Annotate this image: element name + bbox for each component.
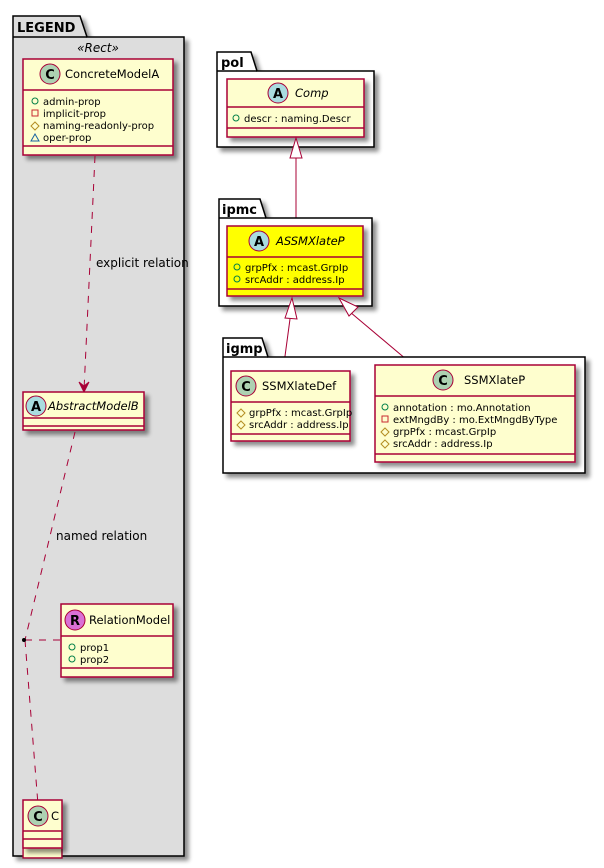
svg-text:annotation : mo.Annotation: annotation : mo.Annotation	[393, 403, 531, 414]
svg-text:grpPfx : mcast.GrpIp: grpPfx : mcast.GrpIp	[393, 427, 496, 438]
class-name: Comp	[295, 86, 329, 100]
svg-text:R: R	[70, 614, 80, 629]
svg-text:srcAddr : address.Ip: srcAddr : address.Ip	[249, 420, 349, 431]
public-visibility-icon	[381, 403, 389, 411]
public-visibility-icon	[68, 643, 76, 651]
public-visibility-icon	[232, 114, 240, 122]
ipmc-package-title: ipmc	[222, 203, 257, 218]
explicit-relation-arrow: explicit relation	[78, 155, 189, 394]
inheritance-triangle-icon	[337, 296, 359, 317]
class-ssmxlatep[interactable]: C SSMXlateP annotation : mo.Annotation e…	[374, 364, 576, 463]
svg-text:srcAddr : address.Ip: srcAddr : address.Ip	[245, 275, 345, 286]
legend-stereotype: «Rect»	[77, 41, 119, 55]
generalization-arrow	[337, 296, 414, 366]
public-visibility-icon	[233, 275, 241, 283]
relation-spot-icon	[64, 609, 86, 631]
class-name: SSMXlateP	[464, 373, 525, 387]
class-spot-icon	[432, 369, 454, 391]
protected-visibility-icon	[380, 427, 390, 437]
svg-text:srcAddr : address.Ip: srcAddr : address.Ip	[393, 439, 493, 450]
class-name: ConcreteModelA	[65, 67, 159, 81]
svg-text:oper-prop: oper-prop	[43, 133, 91, 144]
svg-text:descr : naming.Descr: descr : naming.Descr	[244, 114, 351, 125]
class-relation-model[interactable]: R RelationModel prop1 prop2	[60, 603, 174, 678]
inheritance-triangle-icon	[284, 296, 298, 320]
legend-package-title: LEGEND	[17, 21, 76, 36]
abstract-spot-icon	[267, 82, 289, 104]
class-spot-icon	[39, 63, 61, 85]
pol-package-title: pol	[221, 56, 244, 71]
class-comp[interactable]: A Comp descr : naming.Descr	[226, 78, 365, 138]
svg-text:grpPfx : mcast.GrpIp: grpPfx : mcast.GrpIp	[249, 408, 352, 419]
igmp-package: igmp C SSMXlateDef grpPfx : mcast.GrpIp …	[222, 337, 586, 474]
private-visibility-icon	[31, 109, 39, 117]
class-c[interactable]: C C	[22, 799, 63, 858]
svg-text:C: C	[45, 68, 55, 83]
abstract-spot-icon	[25, 395, 47, 417]
public-visibility-icon	[68, 655, 76, 663]
class-name: AbstractModelB	[47, 399, 139, 413]
svg-text:C: C	[33, 810, 43, 825]
class-ssmxlatedef[interactable]: C SSMXlateDef grpPfx : mcast.GrpIp srcAd…	[230, 370, 352, 442]
pol-package: pol A Comp descr : naming.Descr	[216, 51, 375, 148]
class-concrete-model-a[interactable]: C ConcreteModelA admin-prop implicit-pro…	[22, 58, 174, 156]
svg-text:prop1: prop1	[80, 643, 109, 654]
abstract-spot-icon	[248, 230, 270, 252]
private-visibility-icon	[381, 415, 389, 423]
class-name: ASSMXlateP	[275, 234, 345, 248]
class-abstract-model-b[interactable]: A AbstractModelB	[22, 391, 145, 431]
svg-text:C: C	[241, 380, 251, 395]
junction-dot-icon	[22, 638, 26, 642]
generalization-arrow	[289, 136, 303, 226]
svg-text:A: A	[273, 87, 283, 102]
svg-text:naming-readonly-prop: naming-readonly-prop	[43, 121, 154, 132]
package-visibility-icon	[30, 132, 40, 142]
protected-visibility-icon	[236, 408, 246, 418]
arrowhead-icon	[78, 381, 90, 394]
igmp-package-title: igmp	[226, 342, 263, 357]
svg-text:prop2: prop2	[80, 655, 109, 666]
svg-text:A: A	[254, 235, 264, 250]
named-relation-label: named relation	[56, 529, 147, 543]
explicit-relation-label: explicit relation	[96, 256, 189, 270]
public-visibility-icon	[233, 263, 241, 271]
svg-text:implicit-prop: implicit-prop	[43, 109, 106, 120]
ipmc-package: ipmc A ASSMXlateP grpPfx : mcast.GrpIp s…	[218, 198, 373, 307]
class-spot-icon	[235, 375, 257, 397]
protected-visibility-icon	[380, 439, 390, 449]
class-name: C	[51, 809, 59, 823]
svg-text:grpPfx : mcast.GrpIp: grpPfx : mcast.GrpIp	[245, 263, 348, 274]
legend-package: LEGEND «Rect» C ConcreteModelA admin-pro…	[12, 15, 189, 858]
public-visibility-icon	[31, 97, 39, 105]
class-name: SSMXlateDef	[262, 379, 337, 393]
class-assmxlatep[interactable]: A ASSMXlateP grpPfx : mcast.GrpIp srcAdd…	[226, 225, 364, 297]
svg-text:A: A	[31, 400, 41, 415]
class-name: RelationModel	[89, 613, 170, 627]
svg-text:admin-prop: admin-prop	[43, 97, 101, 108]
protected-visibility-icon	[236, 420, 246, 430]
svg-text:C: C	[438, 374, 448, 389]
protected-visibility-icon	[30, 121, 40, 131]
class-spot-icon	[27, 805, 49, 827]
inheritance-triangle-icon	[289, 136, 303, 159]
svg-text:extMngdBy : mo.ExtMngdByType: extMngdBy : mo.ExtMngdByType	[393, 415, 557, 426]
